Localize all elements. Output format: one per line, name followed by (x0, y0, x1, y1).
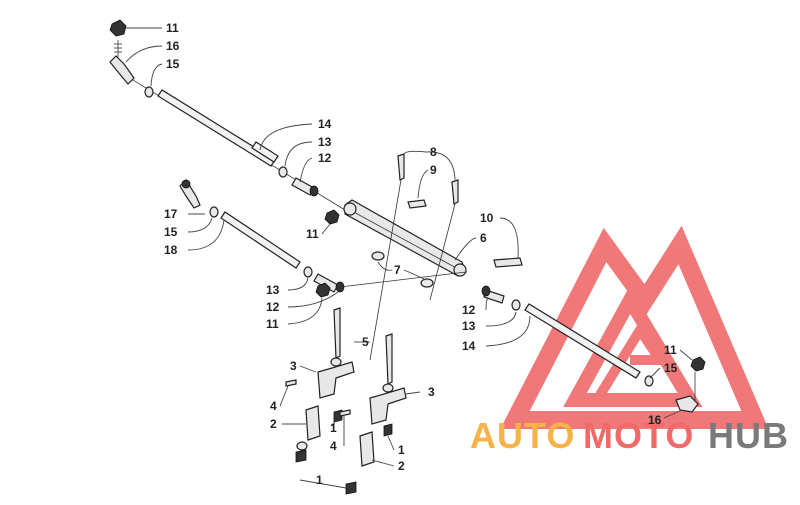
bolt-5-left (333, 307, 341, 359)
nut-11-center (324, 209, 340, 225)
bolt-9 (407, 199, 427, 209)
washer-7-left (371, 251, 385, 261)
callout-11: 11 (166, 21, 179, 35)
washer-7-right (420, 278, 434, 288)
steering-arm-6 (324, 153, 523, 361)
lower-pivot-assemblies (285, 307, 407, 495)
callout-3: 3 (428, 385, 435, 399)
callout-10: 10 (480, 211, 494, 225)
callout-2: 2 (270, 417, 277, 431)
callout-1: 1 (398, 443, 405, 457)
tie-rod-end-16-top (109, 55, 135, 85)
tie-rod-upper-left (109, 19, 346, 211)
bracket-3-right (369, 387, 407, 425)
callout-8: 8 (430, 145, 437, 159)
callout-15: 15 (166, 57, 180, 71)
bolt-12-upper (291, 177, 315, 196)
jam-nut-15-right (644, 375, 654, 387)
watermark-word-moto: MOTO (583, 415, 694, 456)
callout-13: 13 (266, 283, 280, 297)
callout-13: 13 (318, 135, 332, 149)
watermark-wordmark: AUTO MOTO HUB (470, 415, 789, 456)
jam-nut-13-upper (278, 166, 288, 178)
callout-12: 12 (462, 303, 476, 317)
callout-13: 13 (462, 319, 476, 333)
bracket-3-left (317, 361, 355, 399)
tie-rod-end-16-right (675, 395, 699, 413)
tie-rod-lower-left (179, 179, 467, 298)
callout-14: 14 (462, 339, 476, 353)
spacer-2-right (359, 431, 375, 467)
jam-nut-15-left (209, 206, 219, 218)
callout-labels: 11 16 15 14 13 12 8 9 17 15 18 11 10 6 7… (164, 21, 678, 487)
jam-nut-13-left (303, 266, 313, 278)
nut-11-right (690, 356, 706, 372)
logo-triangle-outer (500, 225, 769, 429)
jam-nut-15-top (144, 86, 154, 98)
callout-11: 11 (306, 227, 319, 241)
nut-1-right (383, 423, 393, 437)
bolt-5-right (385, 333, 393, 385)
callout-15: 15 (164, 225, 178, 239)
pin-4-right (339, 409, 351, 417)
callout-1: 1 (316, 473, 323, 487)
callout-16: 16 (166, 39, 180, 53)
callout-1: 1 (330, 421, 337, 435)
callout-7: 7 (394, 263, 401, 277)
callout-12: 12 (318, 151, 332, 165)
callout-18: 18 (164, 243, 178, 257)
callout-12: 12 (266, 300, 280, 314)
callout-3: 3 (290, 359, 297, 373)
callout-14: 14 (318, 117, 332, 131)
watermark-word-auto: AUTO (470, 415, 575, 456)
callout-6: 6 (480, 231, 487, 245)
bolt-10 (493, 257, 523, 268)
bolt-8-right (451, 179, 459, 205)
tie-rod-lower-right (481, 285, 706, 413)
nut-11-top (109, 19, 127, 37)
bolt-12-left (313, 273, 339, 293)
bolt-8-left (397, 153, 405, 181)
callout-17: 17 (164, 207, 178, 221)
callout-4: 4 (270, 399, 277, 413)
spacer-2-left (305, 405, 321, 441)
callout-15: 15 (664, 361, 678, 375)
callout-4: 4 (330, 439, 337, 453)
callout-9: 9 (430, 163, 437, 177)
callout-11: 11 (664, 343, 677, 357)
pin-4-left (285, 379, 297, 387)
nut-11-left (315, 282, 331, 298)
watermark-logo (500, 225, 769, 429)
callout-2: 2 (398, 459, 405, 473)
watermark-word-hub: HUB (708, 415, 789, 456)
callout-11: 11 (266, 317, 279, 331)
callout-5: 5 (362, 335, 369, 349)
callout-16: 16 (648, 413, 662, 427)
nut-1-bottom (345, 481, 357, 495)
jam-nut-13-right (511, 299, 521, 311)
nut-1-left-bottom (295, 449, 307, 463)
leader-lines (125, 27, 693, 489)
